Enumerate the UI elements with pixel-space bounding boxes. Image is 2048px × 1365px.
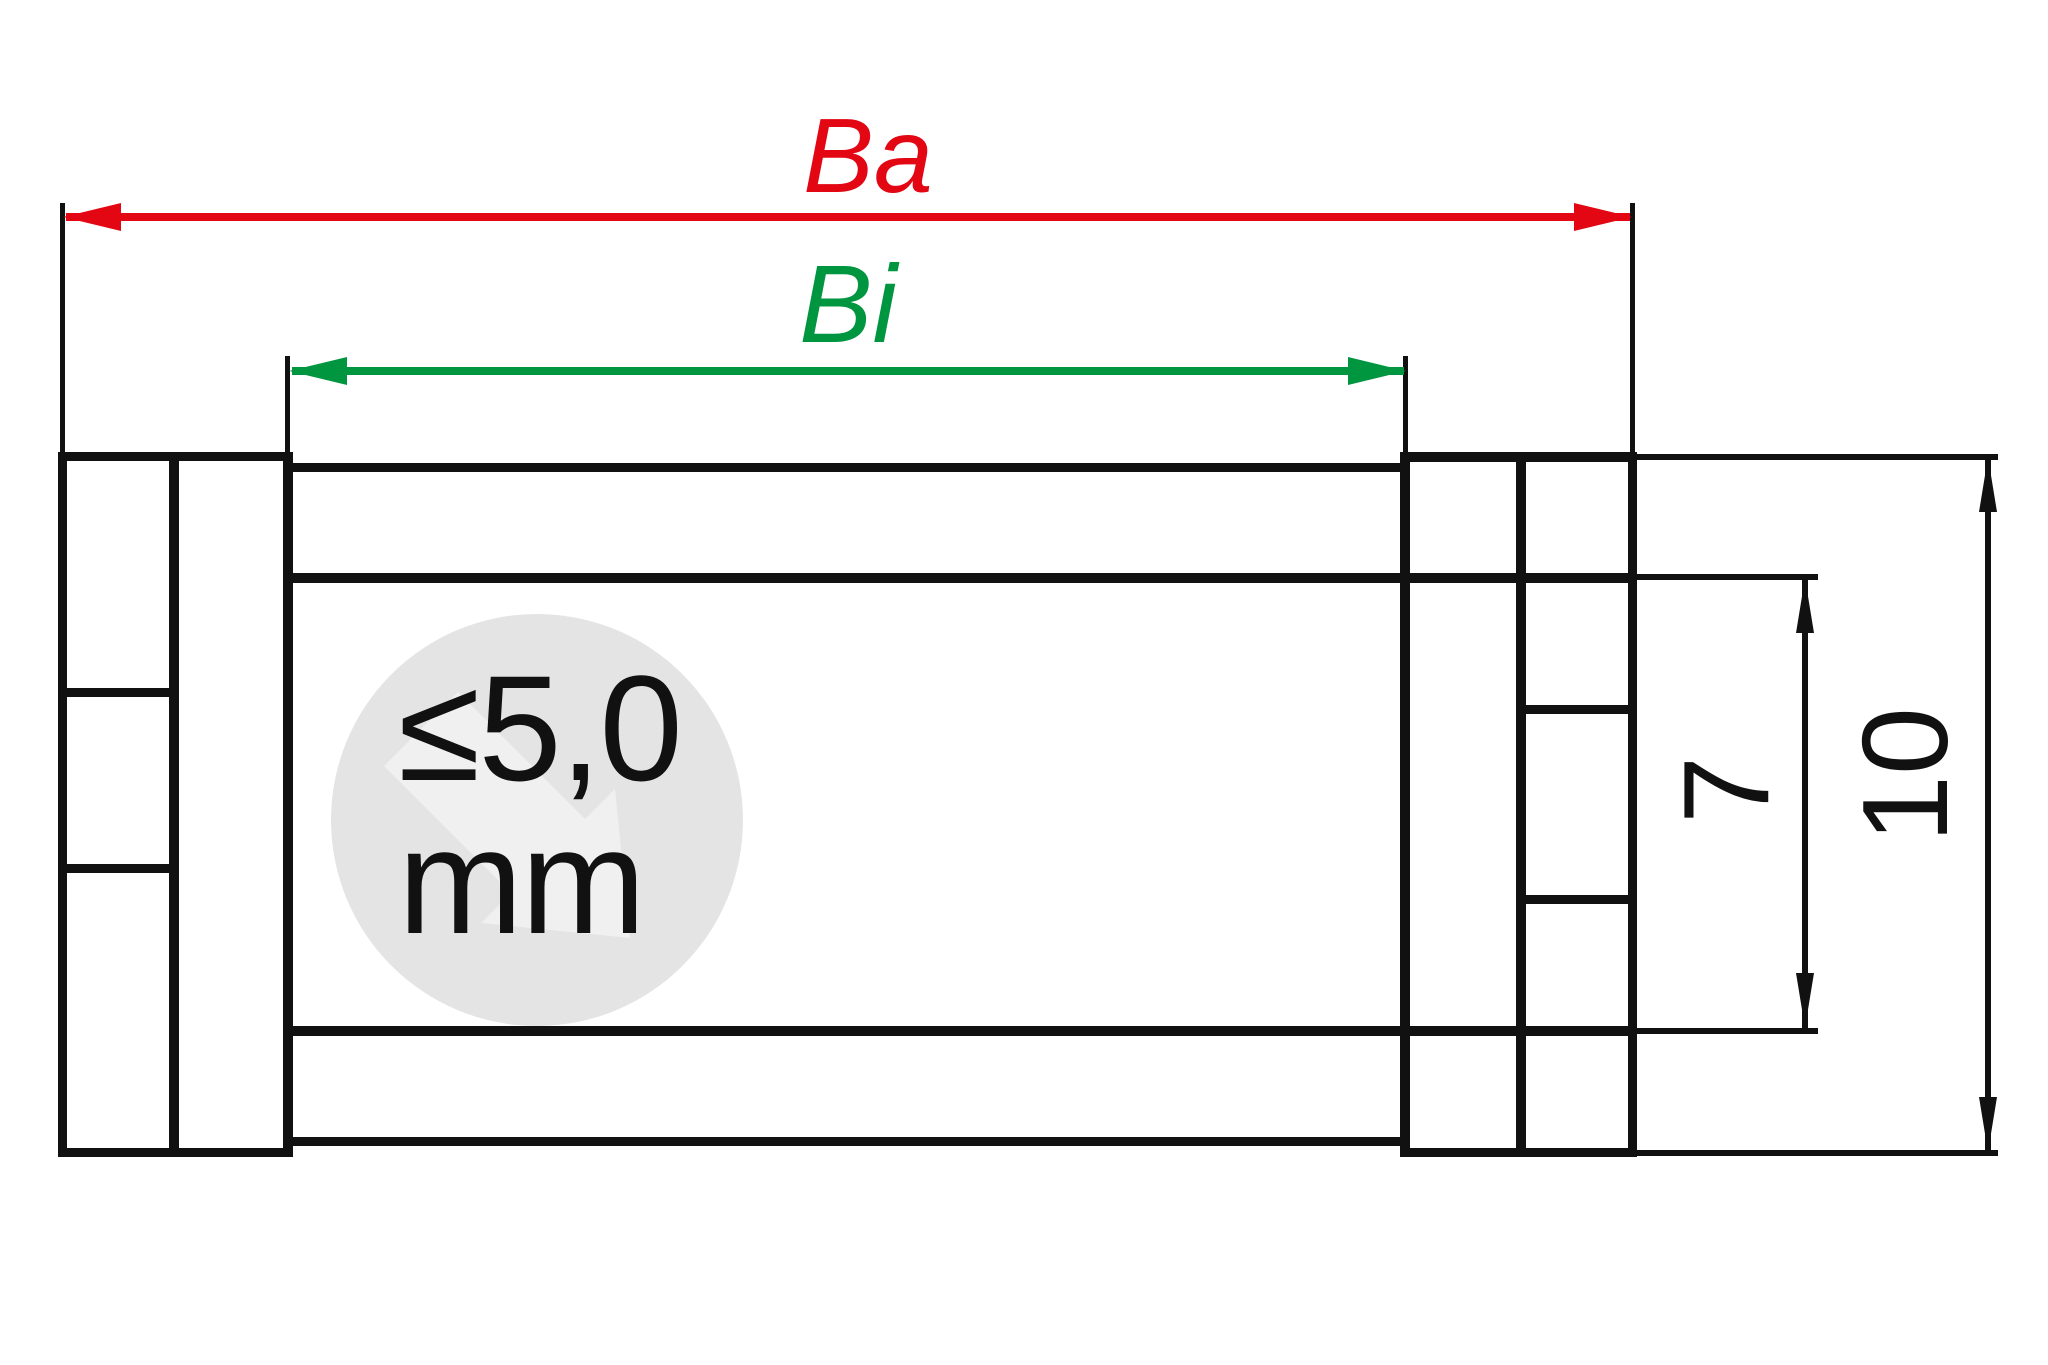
watermark-line1: ≤5,0 [398, 644, 683, 812]
ba-extension-line-left [60, 203, 65, 456]
bi-extension-line-right [1403, 356, 1408, 466]
left-plate-outer-edge [58, 452, 67, 1157]
left-plate-cell-divider-upper [62, 688, 174, 697]
left-plate-divider [169, 456, 179, 1152]
right-plate-cell-divider-upper [1520, 705, 1633, 714]
bottom-crossbar-bottom-edge [283, 1137, 1410, 1146]
bi-dimension-label: Bi [799, 243, 897, 366]
bi-arrowhead-right [1348, 357, 1406, 385]
top-crossbar-top-edge [283, 463, 1410, 472]
right-plate-divider [1516, 456, 1526, 1152]
ba-dimension-line [66, 213, 1630, 221]
left-plate-inner-wall [283, 452, 293, 1157]
ba-dimension-label: Ba [803, 97, 933, 215]
watermark-arrow-icon [384, 692, 630, 938]
right-plate-outer-edge [1628, 452, 1637, 1157]
watermark-line2: mm [398, 797, 646, 965]
inner-height-dimension-label: 7 [1658, 756, 1794, 824]
left-plate-bottom-edge [58, 1148, 293, 1157]
outer-height-extension-line-bottom [1637, 1150, 1998, 1156]
left-plate-cell-divider-lower [62, 864, 174, 873]
ba-extension-line-right [1630, 203, 1635, 456]
bi-extension-line-left [285, 356, 290, 466]
inner-height-extension-line-top [1637, 574, 1818, 580]
left-plate-top-edge [58, 452, 293, 461]
bi-arrowhead-left [289, 357, 347, 385]
ba-arrowhead-left [63, 203, 121, 231]
outer-height-dimension-label: 10 [1837, 707, 1973, 843]
top-crossbar-bottom-edge [283, 573, 1637, 583]
inner-height-arrowhead-top [1796, 578, 1814, 633]
right-plate-bottom-edge [1400, 1148, 1637, 1157]
right-plate-inner-wall [1400, 452, 1410, 1157]
outer-height-extension-line-top [1637, 454, 1998, 460]
outer-height-dimension-line [1985, 458, 1991, 1152]
right-plate-top-edge [1400, 452, 1637, 462]
outer-height-arrowhead-bottom [1979, 1097, 1997, 1152]
ba-arrowhead-right [1574, 203, 1632, 231]
bottom-crossbar-top-edge [283, 1026, 1637, 1036]
watermark-circle [331, 614, 743, 1026]
right-plate-cell-divider-lower [1520, 895, 1633, 904]
inner-height-extension-line-bottom [1637, 1028, 1818, 1034]
inner-height-dimension-line [1802, 580, 1808, 1028]
inner-height-arrowhead-bottom [1796, 973, 1814, 1028]
watermark-max-diameter-label: ≤5,0 mm [398, 644, 683, 965]
outer-height-arrowhead-top [1979, 457, 1997, 512]
bi-dimension-line [292, 367, 1404, 375]
